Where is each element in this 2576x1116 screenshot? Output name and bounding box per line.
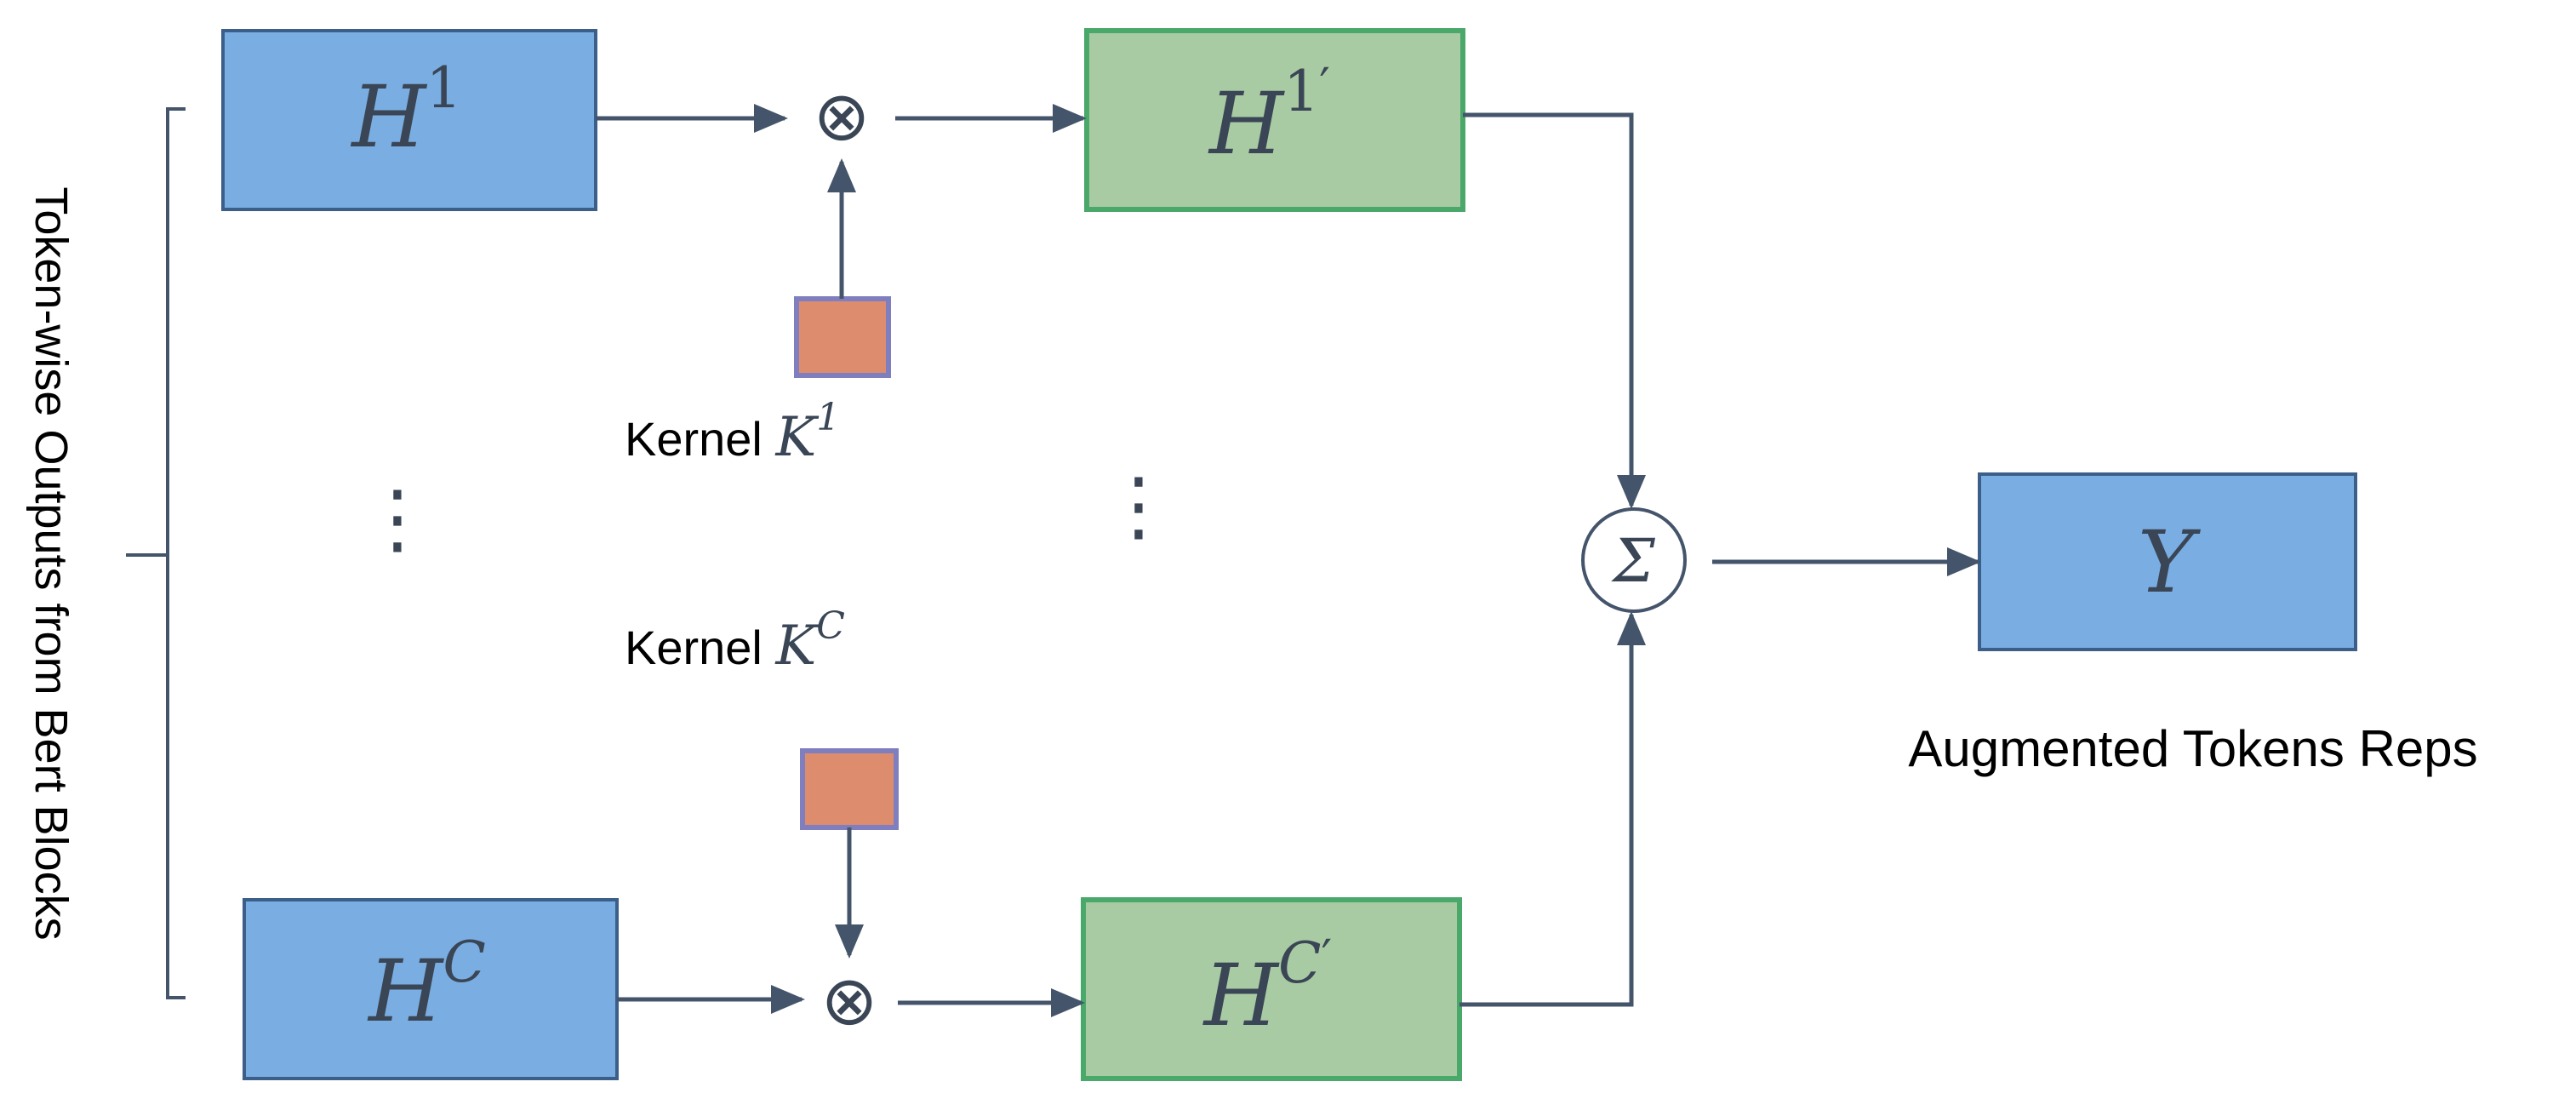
conv-box-hc-prime: HC′	[1081, 897, 1462, 1081]
input-bracket	[126, 107, 186, 999]
ellipsis-convolved: ⋮	[1100, 461, 1177, 551]
svg-text:H1: H1	[350, 55, 461, 167]
ellipsis-inputs: ⋮	[359, 474, 436, 564]
h1p-sup: 1	[1283, 59, 1319, 124]
hcp-base: H	[1202, 946, 1280, 1045]
svg-text:HC: HC	[367, 930, 486, 1041]
svg-text:HC′: HC′	[1202, 930, 1332, 1045]
kernel-label-k1: Kernel K1	[625, 396, 840, 469]
arrow-hcp-to-sum	[1459, 611, 1646, 1007]
kernel-label-kc: Kernel KC	[625, 604, 845, 678]
input-box-hc: HC	[243, 898, 619, 1080]
y-label: Y	[2138, 512, 2201, 612]
output-box-y: Y	[1978, 472, 2357, 651]
sum-operator: Σ	[1581, 507, 1687, 613]
hcp-sup: C	[1278, 930, 1322, 996]
kernel-block-kc	[800, 748, 899, 830]
conv-box-h1-prime: H1′	[1084, 28, 1465, 212]
input-box-h1: H1	[221, 29, 597, 211]
hc-base: H	[367, 941, 444, 1041]
side-label: Token-wise Outputs from Bert Blocks	[26, 186, 77, 940]
h1p-prime: ′	[1319, 59, 1330, 114]
kernel-block-k1	[794, 296, 891, 378]
arrow-h1p-to-sum	[1463, 112, 1646, 509]
hcp-prime: ′	[1322, 930, 1333, 986]
multiply-operator-top: ⊗	[813, 77, 870, 156]
output-label: Augmented Tokens Reps	[1908, 720, 2477, 777]
multiply-operator-bottom: ⊗	[820, 961, 877, 1040]
svg-text:H1′: H1′	[1208, 59, 1330, 174]
h1-base: H	[350, 67, 427, 167]
sum-symbol: Σ	[1610, 526, 1655, 596]
h1-sup: 1	[426, 55, 462, 121]
hc-sup: C	[443, 930, 486, 995]
h1p-base: H	[1208, 74, 1285, 174]
connections	[596, 104, 1981, 1017]
